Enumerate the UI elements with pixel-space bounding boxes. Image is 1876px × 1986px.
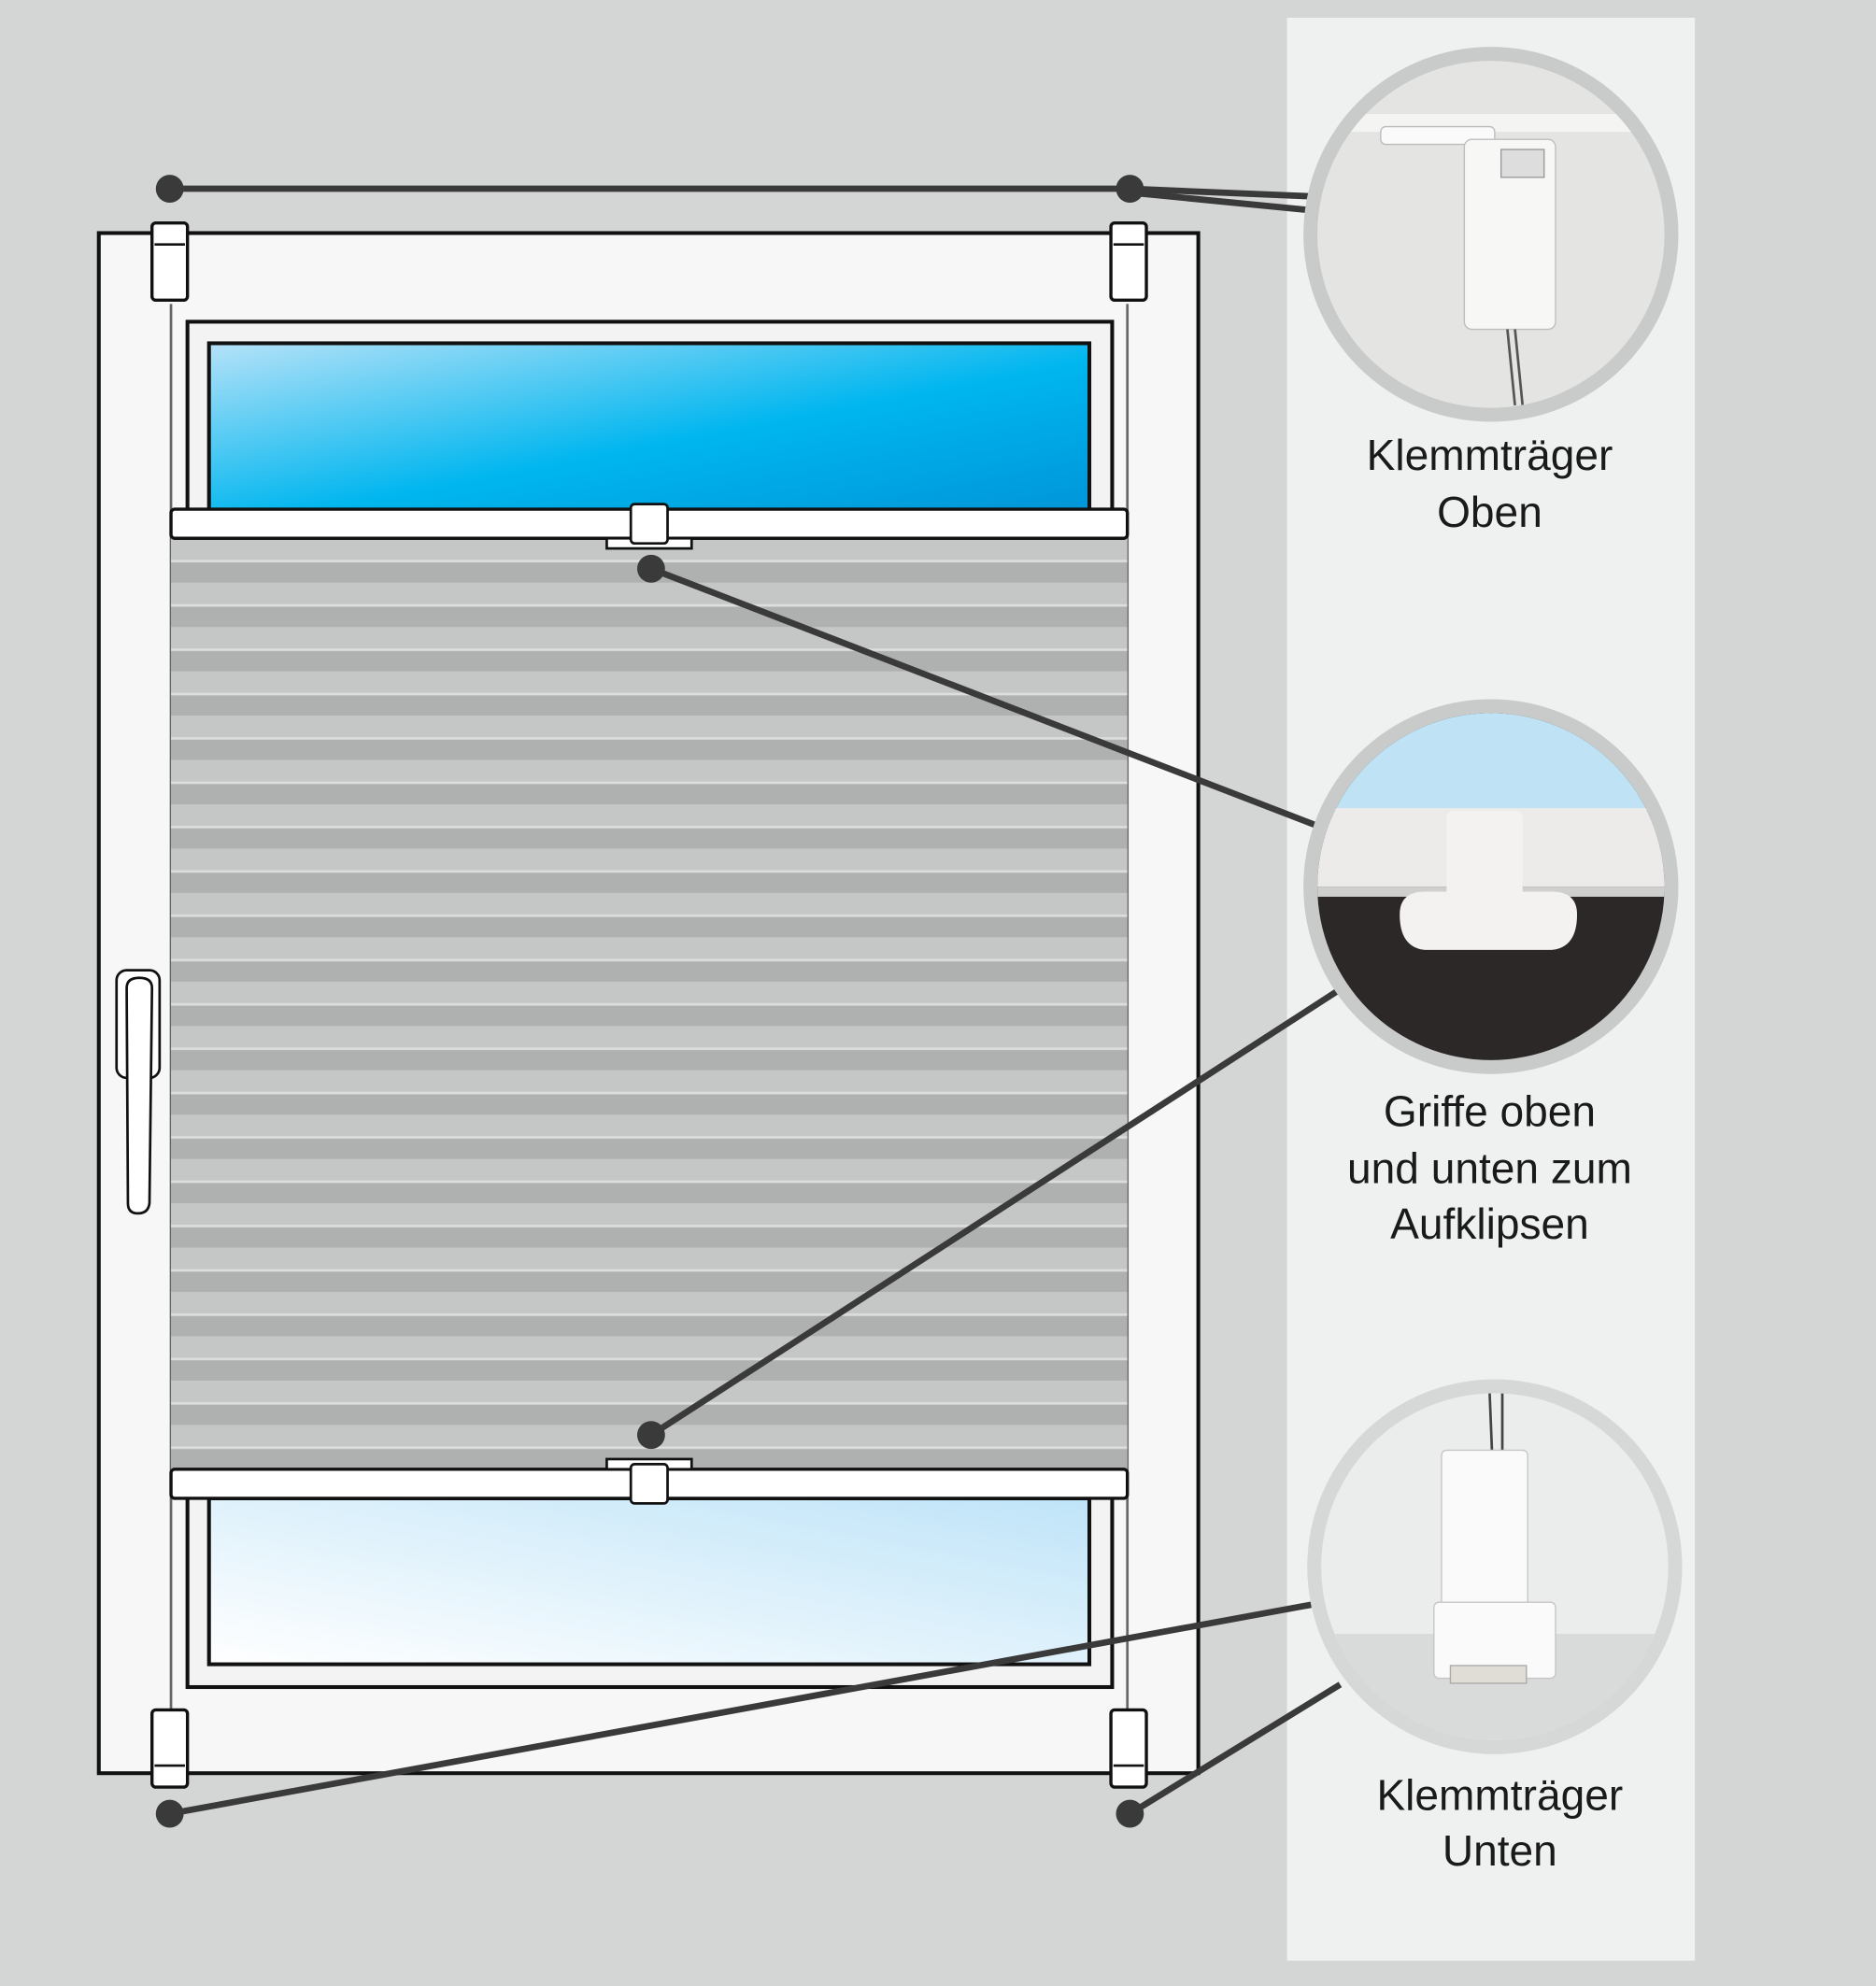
label-handles-1: Griffe oben [1384, 1086, 1596, 1135]
pleated-fabric [171, 538, 1128, 1469]
bottom-rail [169, 1457, 1130, 1505]
window-handle [115, 969, 162, 1215]
label-top-bracket-2: Oben [1437, 488, 1542, 536]
bracket-bottom-right [1109, 1708, 1148, 1789]
label-top-bracket-1: Klemmträger [1367, 431, 1613, 479]
top-glass [206, 341, 1092, 517]
leader-dots [155, 175, 1144, 1828]
leader-lines [169, 185, 1343, 1817]
bottom-rail-grip[interactable] [629, 1463, 669, 1505]
detail-handles-photo [1303, 699, 1679, 1074]
top-rail-grip[interactable] [629, 503, 669, 546]
bracket-top-left [150, 220, 190, 303]
detail-bottom-bracket-photo [1307, 1379, 1683, 1754]
label-bottom-bracket-2: Unten [1443, 1826, 1557, 1875]
label-handles-3: Aufklipsen [1390, 1199, 1589, 1248]
bracket-top-right [1109, 220, 1148, 303]
bracket-bottom-left [150, 1708, 190, 1789]
label-bottom-bracket-1: Klemmträger [1376, 1771, 1623, 1820]
top-rail [169, 503, 1130, 550]
detail-top-bracket-photo [1303, 47, 1679, 422]
label-handles-2: und unten zum [1347, 1143, 1632, 1192]
bottom-glass [206, 1496, 1092, 1667]
